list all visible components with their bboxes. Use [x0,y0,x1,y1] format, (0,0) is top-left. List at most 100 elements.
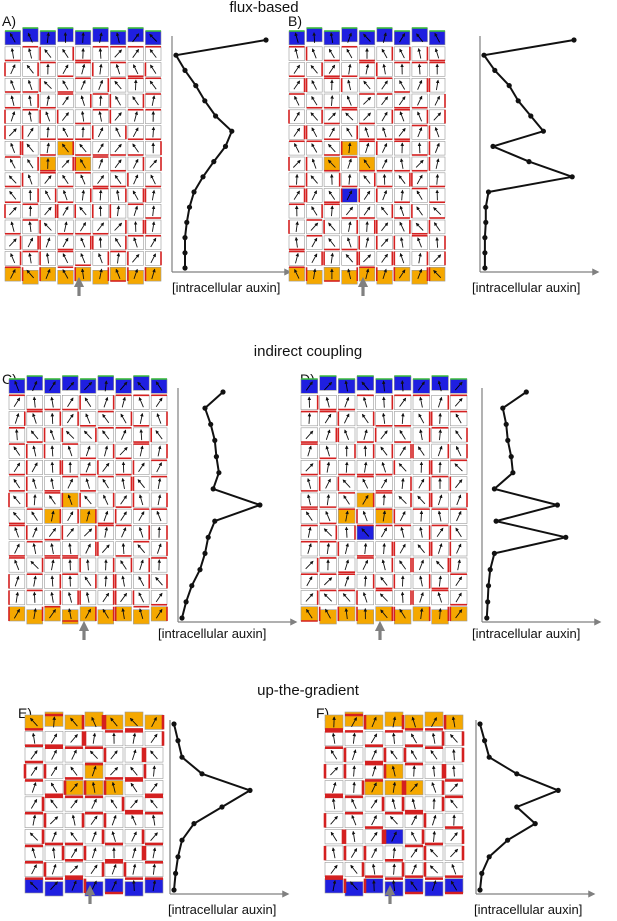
flux-arrow [417,381,425,391]
flux-arrow [80,110,85,122]
flux-arrow [79,143,87,153]
flux-arrow [344,429,350,440]
flux-arrow [114,222,123,231]
flux-arrow [399,543,406,554]
flux-arrow [325,608,331,619]
cell-highlight [127,269,144,285]
flux-arrow [62,206,69,216]
auxin-profile-point [505,837,511,843]
flux-arrow [10,95,15,106]
flux-arrow [62,64,69,75]
flux-arrow [362,510,368,522]
flux-arrow [45,190,51,201]
flux-arrow [381,527,387,538]
flux-arrow [157,494,162,506]
flux-arrow [156,462,162,473]
flux-arrow [381,478,387,489]
auxin-profile-point [229,128,235,134]
auxin-profile-point [490,143,496,149]
flux-arrow [329,32,334,43]
flux-arrow [293,190,300,200]
flux-arrow [10,64,16,75]
flux-arrow [325,396,330,408]
flux-arrow [8,175,17,184]
flux-arrow [67,591,73,603]
flux-arrow [381,158,388,169]
flux-arrow [83,430,92,440]
flux-arrow [49,609,56,619]
flux-arrow [150,174,156,185]
flux-arrow [418,478,425,489]
flux-arrow [437,380,442,392]
flux-arrow [311,206,318,216]
auxin-profile-point [554,502,561,508]
flux-arrow [455,527,462,538]
flux-arrow [437,445,443,457]
flux-arrow [156,413,162,424]
flux-arrow [155,576,163,586]
cell-highlight [341,27,358,43]
flux-arrow [43,222,52,231]
flux-arrow [345,461,349,473]
flux-arrow [155,592,163,603]
flux-arrow [120,592,128,603]
flux-arrow [347,268,352,280]
auxin-profile-point [179,837,185,843]
flux-arrow [437,510,442,522]
flux-arrow [312,32,316,43]
flux-arrow [63,221,68,232]
flux-arrow [399,608,406,619]
cell-highlight [344,881,364,897]
axis-label-f: [intracellular auxin] [474,902,582,917]
flux-arrow [138,608,144,620]
flux-arrow [49,429,55,440]
flux-arrow [80,253,86,264]
auxin-profile-point [183,599,189,605]
flux-arrow [149,159,158,168]
flux-arrow [49,381,56,391]
auxin-profile-point [202,550,208,557]
flux-arrow [305,511,313,521]
cell-highlight [133,609,150,625]
flux-arrow [46,95,51,106]
flux-arrow [151,716,157,728]
flux-arrow [66,381,75,391]
flux-arrow [156,543,162,554]
auxin-profile-line [483,39,575,268]
flux-arrow [433,254,442,263]
auxin-profile-point [485,583,492,589]
flux-arrow [50,412,55,424]
flux-arrow [382,542,386,555]
flux-arrow [399,221,405,232]
flux-arrow [10,158,16,169]
auxin-profile-point [479,870,485,877]
flux-arrow [150,733,158,744]
flux-arrow [399,111,405,122]
flux-arrow [433,207,442,216]
flux-arrow [14,526,20,538]
flux-arrow [417,268,423,279]
flux-arrow [13,478,21,489]
flux-arrow [399,446,406,456]
flux-arrow [455,413,462,424]
auxin-profile-point [208,421,214,427]
flux-arrow [50,733,58,744]
flux-arrow [116,205,121,217]
panel-d [300,375,602,640]
flux-arrow [121,607,125,620]
flux-arrow [416,174,423,185]
flux-arrow [14,380,20,392]
flux-arrow [33,607,37,620]
flux-arrow [31,462,38,473]
flux-arrow [415,159,424,168]
flux-arrow [344,543,349,555]
flux-arrow [8,128,17,137]
auxin-profile-point [210,486,216,492]
flux-arrow [150,64,157,74]
flux-arrow [13,462,21,473]
flux-arrow [121,477,125,489]
flux-arrow [28,48,33,59]
flux-arrow [133,174,139,185]
flux-arrow [323,577,333,586]
flux-arrow [328,222,336,231]
